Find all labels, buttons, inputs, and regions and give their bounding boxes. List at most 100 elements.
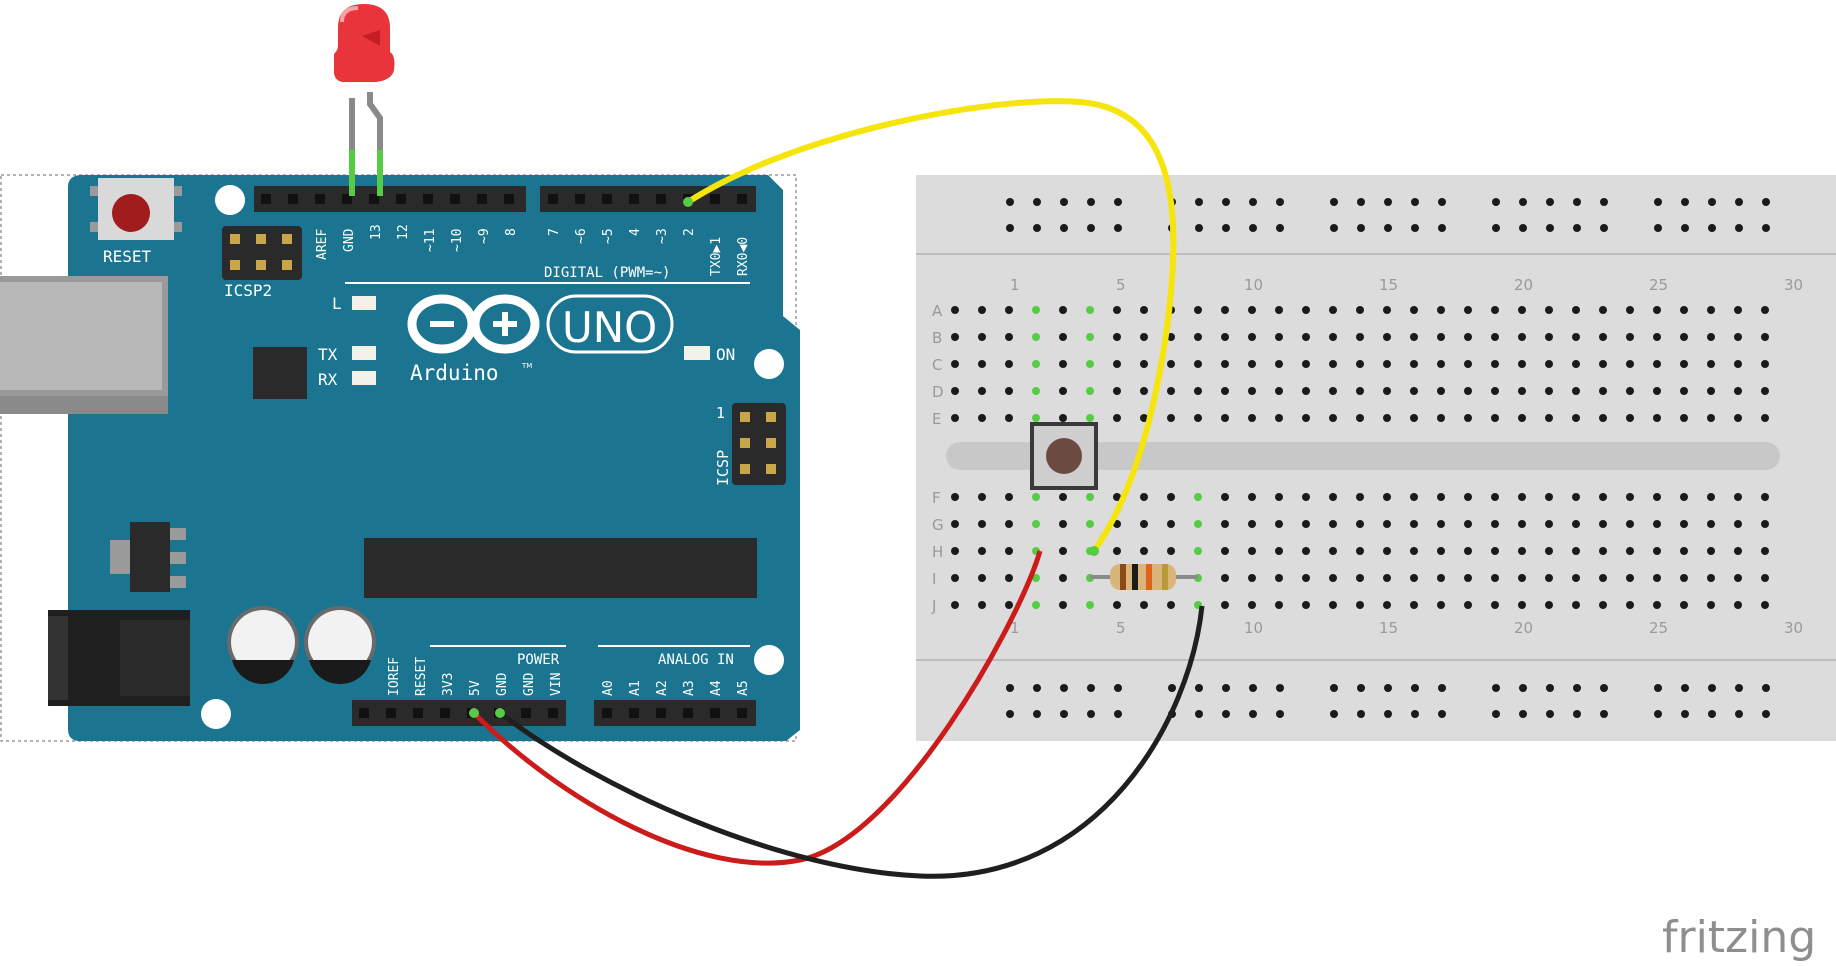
breadboard-hole	[1006, 198, 1014, 206]
pin-label-a1: A1	[628, 680, 643, 696]
breadboard-hole	[1330, 710, 1338, 718]
breadboard-hole	[1680, 547, 1688, 555]
breadboard-hole	[1437, 306, 1445, 314]
breadboard-hole	[1383, 387, 1391, 395]
breadboard-hole	[1600, 224, 1608, 232]
breadboard-hole	[1411, 684, 1419, 692]
breadboard-hole	[1680, 306, 1688, 314]
breadboard-hole	[1735, 224, 1743, 232]
atmega-chip	[364, 538, 757, 598]
breadboard-hole	[1707, 493, 1715, 501]
breadboard-hole	[1248, 387, 1256, 395]
breadboard-hole	[1734, 333, 1742, 341]
breadboard-hole	[1087, 684, 1095, 692]
breadboard-hole	[1492, 710, 1500, 718]
breadboard-hole	[1329, 493, 1337, 501]
breadboard-hole	[1438, 224, 1446, 232]
breadboard-hole	[1707, 414, 1715, 422]
breadboard-hole	[951, 360, 959, 368]
breadboard-hole	[1356, 547, 1364, 555]
breadboard-hole	[1356, 520, 1364, 528]
pin-label-10: ~10	[450, 229, 465, 252]
pin-label-a0: A0	[601, 680, 616, 696]
breadboard-hole	[1707, 360, 1715, 368]
breadboard-hole	[1572, 520, 1580, 528]
breadboard-hole	[1140, 333, 1148, 341]
breadboard-hole	[1221, 520, 1229, 528]
breadboard-hole	[1572, 493, 1580, 501]
breadboard-hole	[1357, 224, 1365, 232]
reset-button[interactable]	[90, 178, 182, 240]
breadboard-hole	[1356, 493, 1364, 501]
breadboard-hole	[1546, 684, 1554, 692]
breadboard-hole	[1086, 387, 1094, 395]
row-letter-b: B	[932, 329, 942, 347]
capacitor	[227, 606, 299, 685]
breadboard-hole	[1653, 547, 1661, 555]
breadboard-hole	[1680, 360, 1688, 368]
breadboard-hole	[1410, 333, 1418, 341]
breadboard-hole	[978, 333, 986, 341]
breadboard-hole	[1167, 520, 1175, 528]
breadboard-hole	[1005, 547, 1013, 555]
breadboard-hole	[1464, 547, 1472, 555]
breadboard-hole	[951, 574, 959, 582]
breadboard-hole	[1330, 224, 1338, 232]
pin-label-5v: 5V	[468, 680, 483, 696]
breadboard-hole	[1573, 198, 1581, 206]
breadboard-hole	[1249, 710, 1257, 718]
breadboard-hole	[1546, 224, 1554, 232]
breadboard-hole	[1735, 710, 1743, 718]
col-number-5: 5	[1116, 276, 1126, 294]
breadboard-hole	[1734, 520, 1742, 528]
breadboard-hole	[978, 306, 986, 314]
breadboard-hole	[1573, 684, 1581, 692]
breadboard-hole	[1302, 387, 1310, 395]
breadboard-hole	[1437, 387, 1445, 395]
mount-hole	[215, 185, 245, 215]
breadboard-hole	[1140, 547, 1148, 555]
breadboard-hole	[1329, 520, 1337, 528]
col-number-1: 1	[1010, 276, 1020, 294]
breadboard-hole	[1572, 414, 1580, 422]
breadboard-hole	[1086, 520, 1094, 528]
breadboard-hole	[1600, 198, 1608, 206]
resistor	[1090, 564, 1198, 590]
breadboard-hole	[1033, 684, 1041, 692]
breadboard-hole	[1384, 710, 1392, 718]
uno-badge	[546, 294, 674, 354]
breadboard-hole	[1275, 414, 1283, 422]
breadboard-hole	[1329, 414, 1337, 422]
breadboard-hole	[1626, 574, 1634, 582]
breadboard-hole	[1761, 520, 1769, 528]
pin-label-aref: AREF	[315, 229, 330, 260]
breadboard-hole	[1761, 360, 1769, 368]
breadboard-hole	[1032, 601, 1040, 609]
breadboard-hole	[1167, 414, 1175, 422]
push-button[interactable]	[1030, 422, 1098, 490]
breadboard-hole	[1248, 520, 1256, 528]
wire-end	[1089, 546, 1099, 556]
breadboard-hole	[1518, 333, 1526, 341]
breadboard-hole	[1708, 710, 1716, 718]
breadboard-hole	[1681, 710, 1689, 718]
breadboard-hole	[1222, 224, 1230, 232]
col-number-15: 15	[1379, 276, 1398, 294]
breadboard-hole	[1761, 601, 1769, 609]
breadboard-hole	[1383, 601, 1391, 609]
breadboard-hole	[1248, 601, 1256, 609]
breadboard-hole	[1599, 493, 1607, 501]
breadboard-hole	[1059, 574, 1067, 582]
breadboard-hole	[1033, 224, 1041, 232]
breadboard-hole	[1464, 306, 1472, 314]
center-channel	[946, 442, 1780, 470]
breadboard-hole	[1545, 333, 1553, 341]
wire-end	[683, 197, 693, 207]
breadboard-hole	[1195, 710, 1203, 718]
breadboard-hole	[1383, 360, 1391, 368]
breadboard-hole	[1599, 387, 1607, 395]
breadboard-hole	[1734, 387, 1742, 395]
breadboard-hole	[1734, 547, 1742, 555]
breadboard-hole	[1329, 387, 1337, 395]
breadboard-hole	[1059, 601, 1067, 609]
